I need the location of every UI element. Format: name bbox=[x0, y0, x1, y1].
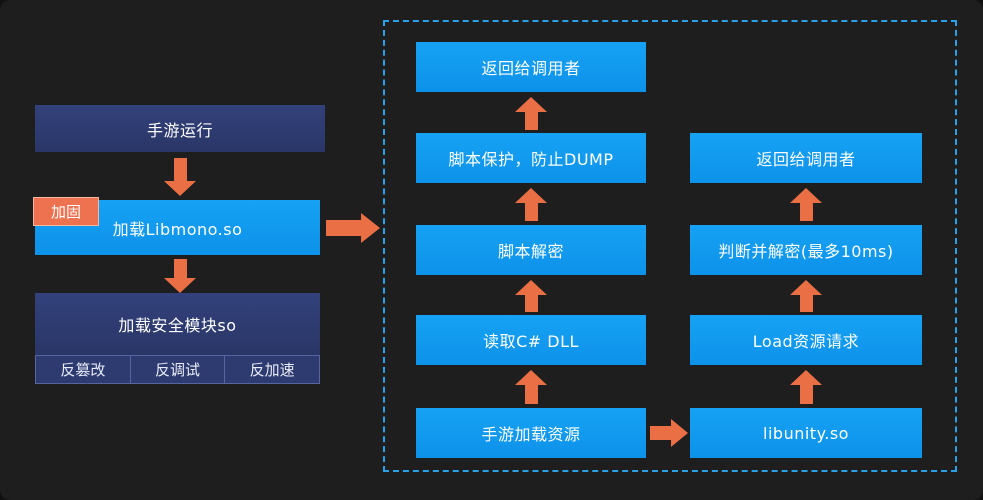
node-anti-speedup: 反加速 bbox=[224, 355, 321, 384]
arrow-right-into-region bbox=[326, 213, 380, 243]
node-load-resource-request: Load资源请求 bbox=[690, 315, 922, 365]
node-judge-decrypt-10ms: 判断并解密(最多10ms) bbox=[690, 225, 922, 275]
node-return-to-caller-resource: 返回给调用者 bbox=[690, 133, 922, 183]
dashed-region bbox=[383, 20, 957, 472]
node-load-security-module: 加载安全模块so bbox=[35, 293, 320, 355]
tag-reinforce: 加固 bbox=[33, 197, 99, 226]
node-game-running: 手游运行 bbox=[35, 105, 325, 152]
arrow-up-right-2 bbox=[790, 280, 822, 312]
security-submodules: 反篡改 反调试 反加速 bbox=[35, 355, 321, 384]
arrow-down-2 bbox=[164, 259, 196, 293]
arrow-up-right-3 bbox=[790, 370, 822, 404]
node-script-decrypt: 脚本解密 bbox=[416, 225, 646, 275]
node-read-csharp-dll: 读取C# DLL bbox=[416, 315, 646, 365]
node-anti-debug: 反调试 bbox=[129, 355, 226, 384]
node-game-load-resource: 手游加载资源 bbox=[416, 408, 646, 458]
arrow-up-center-1 bbox=[515, 97, 547, 130]
arrow-up-center-3 bbox=[515, 280, 547, 312]
node-script-protect-dump: 脚本保护，防止DUMP bbox=[416, 133, 646, 183]
arrow-up-center-2 bbox=[515, 188, 547, 221]
node-anti-tamper: 反篡改 bbox=[35, 355, 131, 384]
arrow-up-right-1 bbox=[790, 188, 822, 221]
node-libunity-so: libunity.so bbox=[690, 408, 922, 458]
node-return-to-caller-script: 返回给调用者 bbox=[416, 42, 646, 92]
arrow-right-to-libunity bbox=[650, 419, 688, 447]
arrow-up-center-4 bbox=[515, 370, 547, 404]
arrow-down-1 bbox=[164, 158, 196, 196]
